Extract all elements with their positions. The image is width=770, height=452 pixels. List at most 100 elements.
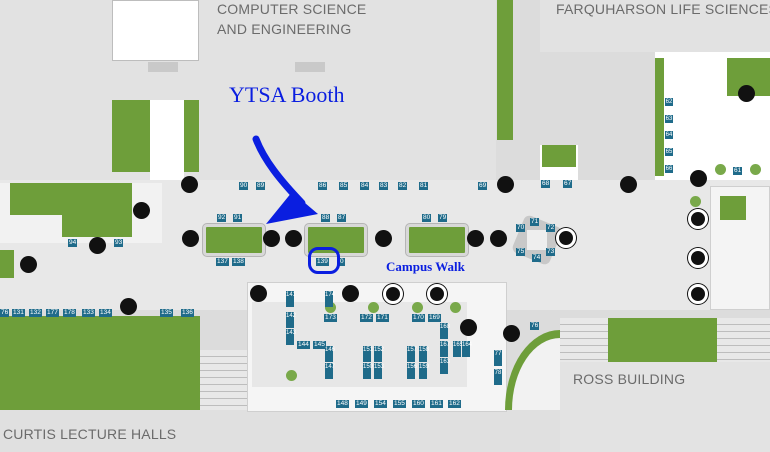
ytsa-booth-label: YTSA Booth: [229, 82, 345, 107]
booth-number[interactable]: 73: [546, 248, 556, 256]
marker-dot: [467, 230, 484, 247]
cse-white-block: [112, 0, 199, 61]
booth-number[interactable]: 67: [563, 180, 573, 188]
marker-dot: [690, 170, 707, 187]
ringed-marker: [427, 284, 447, 304]
booth-number[interactable]: 150: [363, 363, 373, 379]
booth-number[interactable]: 84: [360, 182, 370, 190]
booth-number[interactable]: 151: [363, 346, 373, 362]
booth-number[interactable]: 148: [336, 400, 349, 408]
booth-number[interactable]: 76: [530, 322, 540, 330]
booth-number[interactable]: 79: [438, 214, 448, 222]
booth-number[interactable]: 68: [541, 180, 551, 188]
booth-number[interactable]: 157: [407, 346, 417, 362]
booth-number[interactable]: 147: [325, 363, 335, 379]
booth-number[interactable]: 93: [114, 239, 124, 247]
curtis-lecture-halls[interactable]: [0, 316, 200, 410]
booth-number[interactable]: 170: [412, 314, 425, 322]
booth-number[interactable]: 160: [412, 400, 425, 408]
booth-number[interactable]: 177: [46, 309, 59, 317]
booth-number[interactable]: 77: [494, 350, 502, 366]
booth-number[interactable]: 131: [12, 309, 25, 317]
booth-number[interactable]: 152: [374, 346, 384, 362]
booth-number[interactable]: 169: [428, 314, 441, 322]
booth-number[interactable]: 156: [407, 363, 417, 379]
booth-number[interactable]: 135: [160, 309, 173, 317]
marker-dot: [182, 230, 199, 247]
booth-number[interactable]: 167: [440, 341, 450, 357]
marker-dot: [20, 256, 37, 273]
booth-number[interactable]: 158: [419, 346, 429, 362]
booth-number[interactable]: 64: [665, 131, 673, 139]
booth-number[interactable]: 138: [232, 258, 245, 266]
booth-number[interactable]: 92: [217, 214, 227, 222]
booth-number[interactable]: 90: [239, 182, 249, 190]
booth-number[interactable]: 133: [82, 309, 95, 317]
booth-number[interactable]: 165: [453, 341, 463, 357]
booth-number[interactable]: 71: [530, 218, 540, 226]
booth-number[interactable]: 91: [233, 214, 243, 222]
tree: [368, 302, 379, 313]
booth-number[interactable]: 172: [360, 314, 373, 322]
booth-number-139[interactable]: 139: [316, 258, 329, 266]
tree: [286, 370, 297, 381]
booth-number[interactable]: 94: [68, 239, 78, 247]
booth-number[interactable]: 81: [419, 182, 429, 190]
farquharson-green-strip: [655, 58, 664, 176]
tree: [412, 302, 423, 313]
booth-number[interactable]: 173: [324, 314, 337, 322]
booth-number[interactable]: 78: [494, 369, 502, 385]
booth-number[interactable]: 161: [430, 400, 443, 408]
marker-dot: [460, 319, 477, 336]
booth-number[interactable]: 142: [286, 312, 296, 328]
booth-number[interactable]: 163: [440, 358, 450, 374]
booth-number[interactable]: 66: [665, 165, 673, 173]
booth-number[interactable]: 136: [181, 309, 194, 317]
marker-dot: [620, 176, 637, 193]
booth-number[interactable]: 63: [665, 115, 673, 123]
booth-number[interactable]: 69: [478, 182, 488, 190]
booth-number[interactable]: 62: [665, 98, 673, 106]
booth-number[interactable]: 75: [516, 248, 526, 256]
booth-number[interactable]: 134: [99, 309, 112, 317]
booth-number[interactable]: 89: [256, 182, 266, 190]
booth-number[interactable]: 168: [440, 323, 450, 339]
booth-number[interactable]: 88: [321, 214, 331, 222]
booth-number[interactable]: 0: [339, 258, 345, 266]
booth-number[interactable]: 171: [376, 314, 389, 322]
booth-number[interactable]: 74: [532, 254, 542, 262]
cse-green-court-left: [112, 100, 150, 172]
booth-number[interactable]: 72: [546, 224, 556, 232]
booth-number[interactable]: 155: [393, 400, 406, 408]
booth-number[interactable]: 178: [63, 309, 76, 317]
booth-number[interactable]: 159: [419, 363, 429, 379]
booth-number[interactable]: 85: [339, 182, 349, 190]
booth-number[interactable]: 146: [325, 346, 335, 362]
booth-number[interactable]: 149: [355, 400, 368, 408]
booth-number[interactable]: 82: [398, 182, 408, 190]
computer-science-building[interactable]: [0, 0, 496, 181]
booth-number[interactable]: 61: [733, 167, 743, 175]
marker-dot: [738, 85, 755, 102]
booth-number[interactable]: 145: [313, 341, 326, 349]
booth-number[interactable]: 153: [374, 363, 384, 379]
booth-number[interactable]: 144: [297, 341, 310, 349]
booth-number[interactable]: 174: [325, 291, 335, 307]
booth-number[interactable]: 137: [216, 258, 229, 266]
booth-number[interactable]: 70: [516, 224, 526, 232]
booth-number[interactable]: 87: [337, 214, 347, 222]
booth-number[interactable]: 86: [318, 182, 328, 190]
ross-label: ROSS BUILDING: [573, 371, 686, 387]
ringed-marker: [556, 228, 576, 248]
booth-number[interactable]: 76: [0, 309, 10, 317]
booth-number[interactable]: 80: [422, 214, 432, 222]
booth-number[interactable]: 132: [29, 309, 42, 317]
booth-number[interactable]: 154: [374, 400, 387, 408]
booth-number[interactable]: 143: [286, 329, 296, 345]
booth-number[interactable]: 164: [462, 341, 472, 357]
farquharson-building[interactable]: [540, 0, 770, 52]
booth-number[interactable]: 141: [286, 291, 296, 307]
booth-number[interactable]: 65: [665, 148, 673, 156]
booth-number[interactable]: 162: [448, 400, 461, 408]
booth-number[interactable]: 83: [379, 182, 389, 190]
